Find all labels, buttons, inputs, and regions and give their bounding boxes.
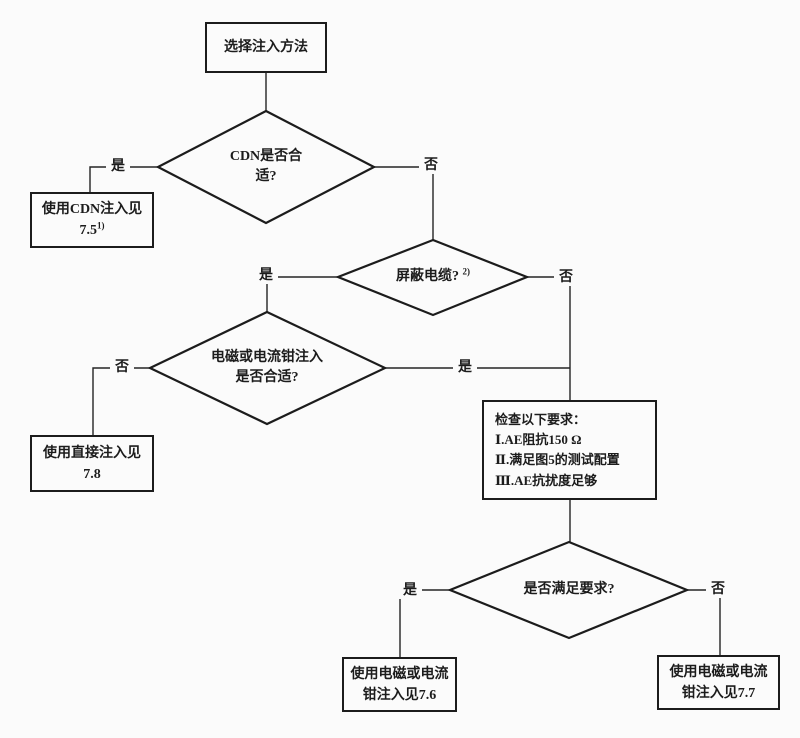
clamp-injection-76-box: 使用电磁或电流 钳注入见7.6 (342, 657, 457, 712)
branch-label-d3-yes: 是 (453, 356, 477, 376)
branch-label-d4-no: 否 (706, 578, 730, 598)
connector-d2-no (527, 276, 571, 400)
requirement-item-1: Ⅰ.AE阻抗150 Ω (495, 432, 582, 448)
clamp-injection-77-box: 使用电磁或电流 钳注入见7.7 (657, 655, 780, 710)
diamond-clamp-suitable (147, 310, 388, 426)
direct-injection-line2: 7.8 (83, 466, 101, 482)
diamond-meets-requirements (447, 540, 690, 640)
cdn-injection-box: 使用CDN注入见 7.51) (30, 192, 154, 248)
requirements-title: 检查以下要求： (495, 411, 587, 427)
requirement-item-2: Ⅱ.满足图5的测试配置 (495, 452, 620, 468)
branch-label-d3-no: 否 (110, 356, 134, 376)
direct-injection-line1: 使用直接注入见 (43, 445, 141, 461)
requirement-item-3: Ⅲ.AE抗扰度足够 (495, 472, 598, 488)
direct-injection-box: 使用直接注入见 7.8 (30, 435, 154, 492)
diamond-cdn-suitable (155, 109, 377, 225)
connector-d3-no (92, 367, 150, 435)
branch-label-d1-yes: 是 (106, 155, 130, 175)
cdn-injection-footnote: 1) (97, 220, 105, 231)
cdn-injection-line1: 使用CDN注入见 (41, 202, 143, 217)
cdn-injection-ref: 7.5 (79, 223, 98, 238)
branch-label-d1-no: 否 (419, 154, 443, 174)
start-box: 选择注入方法 (205, 22, 327, 73)
connector-d4-yes (399, 589, 450, 657)
cdn-injection-line2: 7.51) (80, 220, 105, 241)
diamond-shielded-cable (335, 238, 530, 317)
clamp-77-line1: 使用电磁或电流 (669, 664, 768, 680)
branch-label-d2-no: 否 (554, 266, 578, 286)
connector-d1-yes (89, 166, 158, 192)
clamp-76-line1: 使用电磁或电流 (350, 666, 449, 682)
clamp-77-line2: 钳注入见7.7 (681, 685, 756, 701)
connector-d1-no (374, 166, 434, 240)
connector-d4-no (687, 589, 721, 655)
branch-label-d4-yes: 是 (398, 579, 422, 599)
requirements-box: 检查以下要求： Ⅰ.AE阻抗150 Ω Ⅱ.满足图5的测试配置 Ⅲ.AE抗扰度足… (482, 400, 657, 500)
clamp-76-line2: 钳注入见7.6 (362, 687, 437, 703)
branch-label-d2-yes: 是 (254, 264, 278, 284)
start-box-label: 选择注入方法 (224, 40, 308, 55)
